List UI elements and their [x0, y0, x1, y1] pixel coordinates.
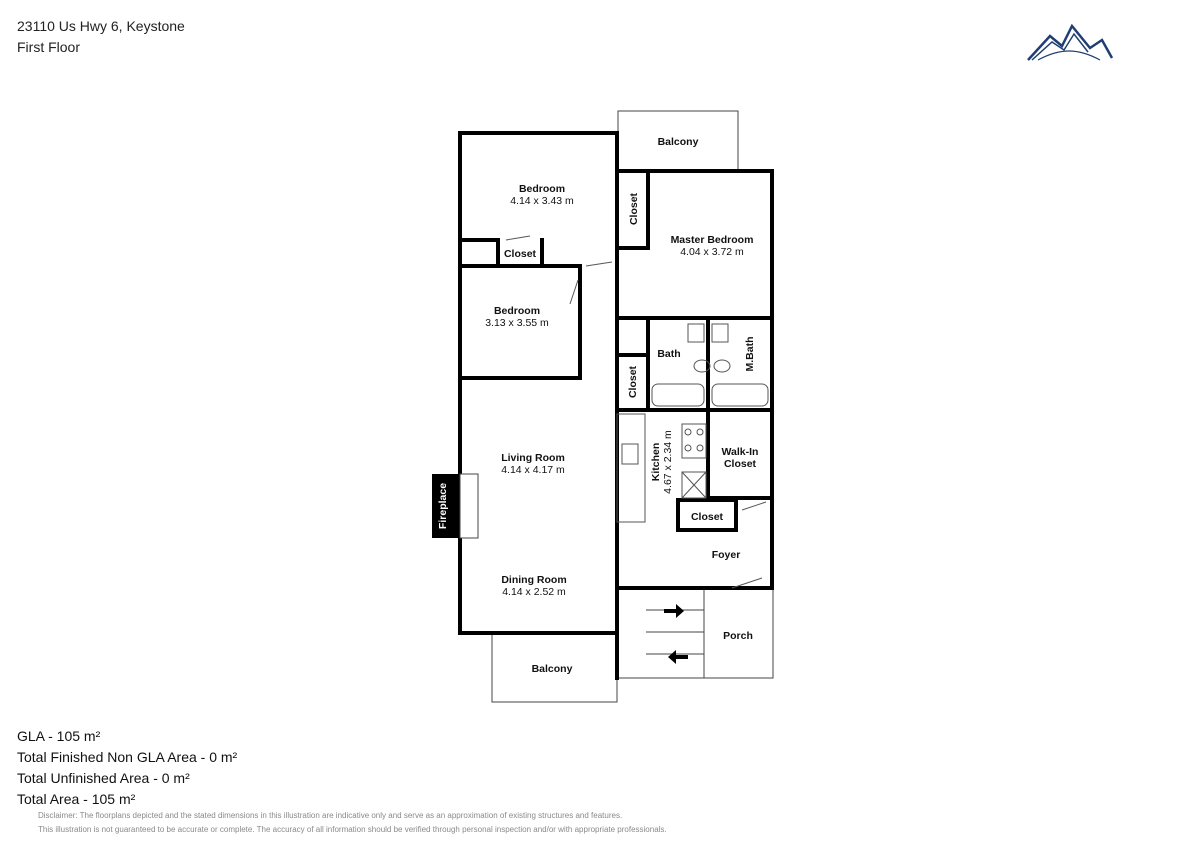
- bedroom1-label: Bedroom: [519, 183, 565, 195]
- mbath-label: M.Bath: [744, 337, 756, 372]
- mountain-logo-icon: [1027, 23, 1114, 61]
- living-room-label: Living Room: [501, 452, 565, 464]
- fireplace-label: Fireplace: [437, 483, 449, 529]
- foyer-label: Foyer: [712, 549, 741, 561]
- wall-bedroom2: [458, 264, 582, 380]
- kitchen-fridge: [681, 471, 707, 499]
- summitcove-logo: [1027, 23, 1114, 61]
- wall-foyer: [615, 496, 774, 680]
- porch-label: Porch: [723, 630, 753, 642]
- bedroom2-dims: 3.13 x 3.55 m: [485, 317, 549, 329]
- non-gla-stat: Total Finished Non GLA Area - 0 m²: [17, 749, 238, 765]
- wall-bath-block: [615, 316, 774, 412]
- disclaimer-line-2: This illustration is not guaranteed to b…: [38, 825, 667, 834]
- kitchen-stove: [681, 423, 707, 459]
- closet-hall-label: Closet: [627, 365, 639, 398]
- kitchen-label: Kitchen: [650, 443, 662, 482]
- dining-room-dims: 4.14 x 2.52 m: [502, 586, 566, 598]
- fireplace: [432, 473, 479, 539]
- kitchen-sink: [621, 443, 639, 465]
- bedroom2-label: Bedroom: [494, 305, 540, 317]
- stair-arrows: [664, 604, 688, 664]
- bedroom1-dims: 4.14 x 3.43 m: [510, 195, 574, 207]
- bath-sink: [711, 323, 729, 343]
- property-address: 23110 Us Hwy 6, Keystone: [17, 18, 185, 34]
- toilet: [713, 359, 731, 373]
- wall-closet-master: [615, 169, 650, 250]
- total-area-stat: Total Area - 105 m²: [17, 791, 136, 807]
- closet-foyer-label: Closet: [691, 511, 724, 523]
- walkin-closet-label-1: Walk-In: [722, 446, 759, 458]
- wall-kitchen-closet: [676, 498, 738, 532]
- bathtub: [651, 383, 705, 407]
- toilet: [693, 359, 711, 373]
- kitchen-dims: 4.67 x 2.34 m: [662, 430, 674, 494]
- master-bedroom-dims: 4.04 x 3.72 m: [680, 246, 744, 258]
- arrow-right-icon: [664, 604, 684, 618]
- floor-label: First Floor: [17, 39, 80, 55]
- bath-label: Bath: [657, 348, 680, 360]
- arrow-left-icon: [668, 650, 688, 664]
- gla-stat: GLA - 105 m²: [17, 728, 101, 744]
- closet-bed1-label: Closet: [504, 248, 537, 260]
- bath-sink: [687, 323, 705, 343]
- balcony-bottom-label: Balcony: [532, 663, 573, 675]
- disclaimer-line-1: Disclaimer: The floorplans depicted and …: [38, 811, 623, 820]
- master-bedroom-label: Master Bedroom: [671, 234, 754, 246]
- balcony-top-label: Balcony: [658, 136, 699, 148]
- closet-master-label: Closet: [628, 192, 640, 225]
- living-room-dims: 4.14 x 4.17 m: [501, 464, 565, 476]
- unfinished-stat: Total Unfinished Area - 0 m²: [17, 770, 190, 786]
- bathtub: [711, 383, 769, 407]
- walkin-closet-label-2: Closet: [724, 458, 757, 470]
- dining-room-label: Dining Room: [501, 574, 566, 586]
- kitchen-counter: [616, 413, 646, 523]
- exterior-wall-left: [458, 131, 619, 635]
